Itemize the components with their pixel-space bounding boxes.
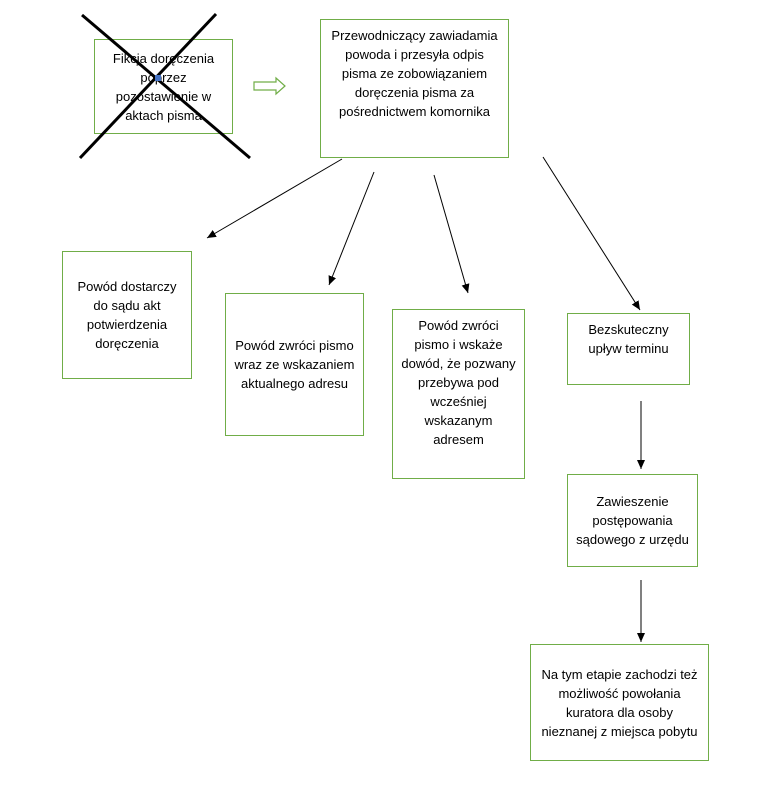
node-prior-address-label: Powód zwróci pismo i wskaże dowód, że po… — [401, 318, 516, 447]
node-curator: Na tym etapie zachodzi też możliwość pow… — [530, 644, 709, 761]
node-suspension: Zawieszenie postępowania sądowego z urzę… — [567, 474, 698, 567]
node-deadline-lapsed-label: Bezskuteczny upływ terminu — [588, 322, 669, 356]
node-delivery-proof-label: Powód dostarczy do sądu akt potwierdzeni… — [77, 279, 177, 351]
edge-chairman-to-deadline-lapsed — [542, 156, 641, 311]
edge-chairman-to-prior-address — [433, 174, 470, 294]
node-chairman: Przewodniczący zawiadamia powoda i przes… — [320, 19, 509, 158]
node-prior-address: Powód zwróci pismo i wskaże dowód, że po… — [392, 309, 525, 479]
node-fiction: Fikcja doręczenia poprzez pozostawienie … — [94, 39, 233, 134]
edge-chairman-to-new-address — [328, 171, 375, 286]
node-new-address-label: Powód zwróci pismo wraz ze wskazaniem ak… — [234, 338, 355, 391]
node-fiction-label: Fikcja doręczenia poprzez pozostawienie … — [112, 50, 215, 123]
hollow-right-arrow-icon — [253, 76, 286, 96]
edge-chairman-to-delivery-proof — [206, 158, 343, 239]
node-chairman-label: Przewodniczący zawiadamia powoda i przes… — [331, 28, 498, 119]
node-delivery-proof: Powód dostarczy do sądu akt potwierdzeni… — [62, 251, 192, 379]
node-curator-label: Na tym etapie zachodzi też możliwość pow… — [541, 666, 698, 739]
node-deadline-lapsed: Bezskuteczny upływ terminu — [567, 313, 690, 385]
node-suspension-label: Zawieszenie postępowania sądowego z urzę… — [576, 494, 689, 547]
node-new-address: Powód zwróci pismo wraz ze wskazaniem ak… — [225, 293, 364, 436]
